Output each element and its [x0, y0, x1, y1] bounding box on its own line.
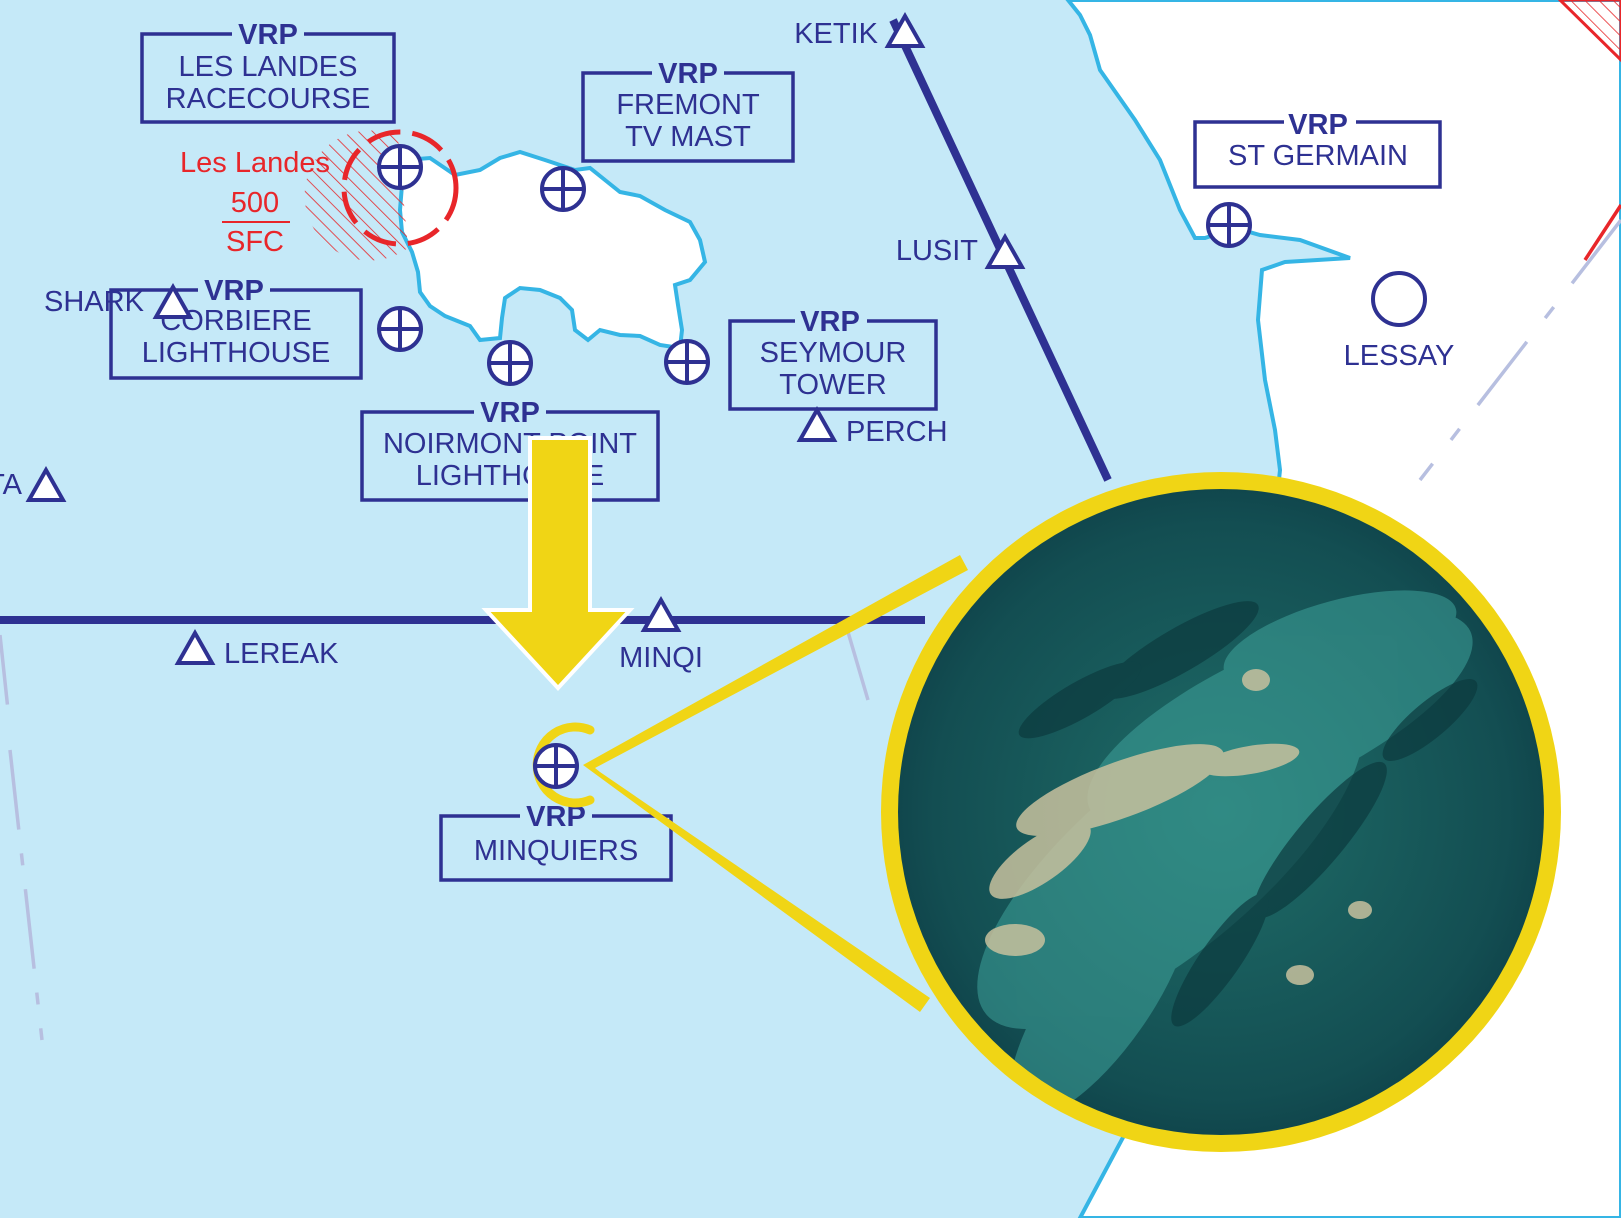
vrp-name-line1: NOIRMONT POINT — [383, 428, 637, 460]
waypoint-label: MINQI — [619, 642, 703, 674]
vrp-seymour-tower[interactable]: VRP SEYMOUR TOWER — [728, 306, 938, 411]
waypoint-label: KETIK — [794, 18, 878, 50]
waypoint-label: PERCH — [846, 416, 948, 448]
airfield-label: LESSAY — [1344, 340, 1455, 372]
vrp-marker-corbiere[interactable] — [377, 306, 423, 352]
waypoint-label: SHARK — [44, 286, 145, 318]
vrp-tag: VRP — [800, 306, 860, 338]
vrp-name-line1: ST GERMAIN — [1228, 140, 1408, 172]
restricted-boundary — [1557, 0, 1621, 261]
waypoint-label: LUSIT — [896, 235, 978, 267]
waypoint-lerak[interactable]: LEREAK — [174, 628, 339, 670]
waypoint-perch[interactable]: PERCH — [796, 405, 948, 448]
waypoint-label: TA — [0, 469, 23, 501]
vrp-minquiers[interactable]: VRP MINQUIERS — [439, 801, 673, 882]
les-landes-label: Les Landes — [180, 147, 330, 179]
vrp-marker-minquiers[interactable] — [533, 743, 579, 789]
vrp-corbiere-lighthouse[interactable]: VRP CORBIERE LIGHTHOUSE — [109, 275, 363, 380]
vrp-name-line2: LIGHTHOUSE — [142, 337, 331, 369]
vrp-tag: VRP — [204, 275, 264, 307]
vrp-marker-noirmont[interactable] — [487, 340, 533, 386]
waypoint-label: LEREAK — [224, 638, 339, 670]
les-landes-upper-limit: 500 — [231, 187, 279, 219]
waypoint-shark[interactable]: SHARK — [44, 282, 194, 319]
vrp-marker-seymour[interactable] — [664, 339, 710, 385]
airfield-lessay[interactable]: LESSAY — [1344, 271, 1455, 372]
vrp-marker-fremont[interactable] — [540, 166, 586, 212]
vrp-name-line1: FREMONT — [616, 89, 760, 121]
vrp-name-line1: SEYMOUR — [760, 337, 907, 369]
airspace-boundary-lines — [0, 218, 1621, 1041]
vrp-tag: VRP — [1288, 109, 1348, 141]
vrp-les-landes-racecourse[interactable]: VRP LES LANDES RACECOURSE — [140, 19, 396, 124]
vrp-name-line2: TOWER — [779, 369, 886, 401]
satellite-callout — [881, 472, 1561, 1152]
vrp-tag: VRP — [658, 58, 718, 90]
vrp-st-germain[interactable]: VRP ST GERMAIN — [1193, 109, 1442, 189]
vrp-noirmont-point-lighthouse[interactable]: VRP NOIRMONT POINT LIGHTHOUSE — [360, 397, 660, 502]
waypoint-partial-left[interactable]: TA — [0, 465, 67, 502]
vrp-tag: VRP — [238, 19, 298, 51]
vrp-name-line2: RACECOURSE — [166, 83, 371, 115]
vrp-name-line2: TV MAST — [625, 121, 751, 153]
vrp-fremont-tv-mast[interactable]: VRP FREMONT TV MAST — [581, 58, 795, 163]
highlight-arrow — [481, 436, 635, 691]
vrp-tag: VRP — [480, 397, 540, 429]
vrp-marker-st-germain[interactable] — [1206, 202, 1252, 248]
jersey-island — [397, 149, 708, 351]
les-landes-lower-limit: SFC — [226, 226, 284, 258]
waypoint-minqi[interactable]: MINQI — [619, 595, 703, 674]
vrp-name-line1: MINQUIERS — [474, 835, 638, 867]
vrp-marker-les-landes[interactable] — [377, 144, 423, 190]
vrp-name-line1: LES LANDES — [179, 51, 358, 83]
waypoint-lusit[interactable]: LUSIT — [896, 232, 1026, 269]
waypoint-ketik[interactable]: KETIK — [794, 11, 926, 50]
